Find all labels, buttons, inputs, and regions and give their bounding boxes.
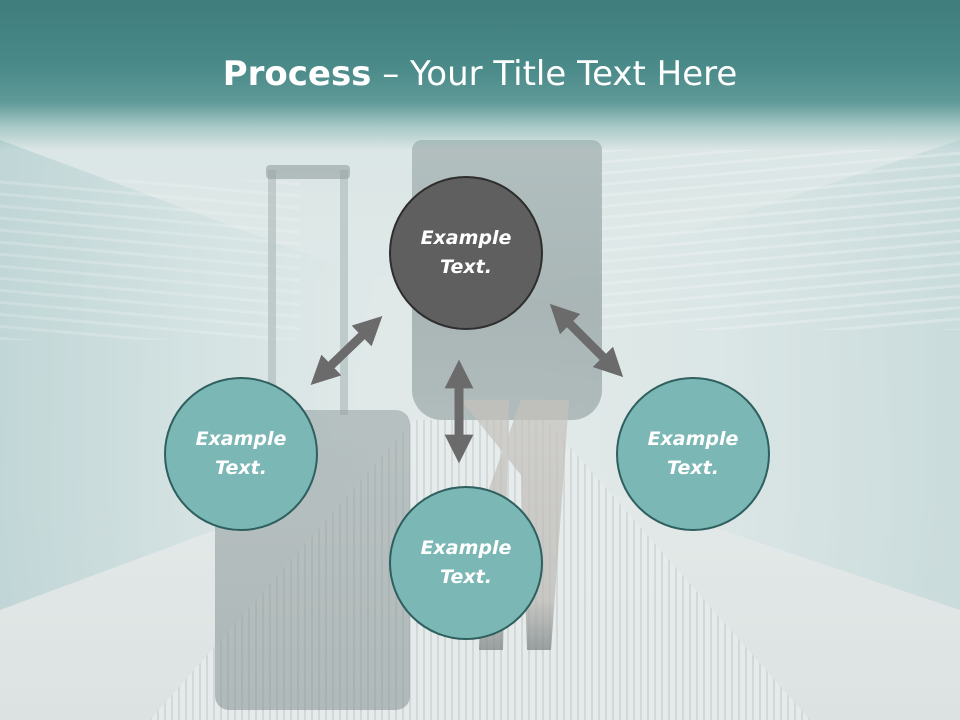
- background-suitcase-handle-right: [340, 170, 348, 415]
- arrow-top-right: [549, 303, 624, 378]
- background-light-streaks-right: [600, 150, 960, 330]
- process-circle-top[interactable]: Example Text.: [389, 176, 543, 330]
- slide-title-bold: Process: [222, 54, 372, 94]
- title-band: [0, 0, 960, 150]
- slide-title-rest: – Your Title Text Here: [371, 54, 738, 94]
- process-circle-right-label: Example Text.: [647, 428, 739, 479]
- process-circle-bottom[interactable]: Example Text.: [389, 486, 543, 640]
- background-light-streaks-left: [0, 180, 300, 340]
- process-circle-top-label: Example Text.: [420, 227, 512, 278]
- process-circle-bottom-label: Example Text.: [420, 537, 512, 588]
- background-suitcase-grip: [266, 165, 350, 179]
- process-circle-left-label: Example Text.: [195, 428, 287, 479]
- background-suitcase-handle-left: [268, 170, 276, 415]
- arrow-top-left: [310, 316, 383, 385]
- process-circle-right[interactable]: Example Text.: [616, 377, 770, 531]
- slide-title[interactable]: Process – Your Title Text Here: [0, 52, 960, 96]
- process-circle-left[interactable]: Example Text.: [164, 377, 318, 531]
